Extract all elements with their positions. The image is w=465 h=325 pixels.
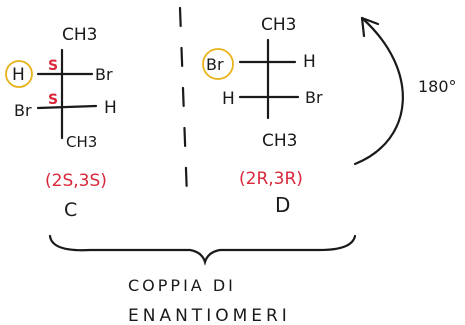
molecule-d-top-group: CH3 [261,15,296,35]
molecule-d-descriptor: (2R,3R) [239,169,303,189]
molecule-c-bottom-group: CH3 [66,133,97,151]
molecule-c-highlight-circle [5,60,33,88]
molecule-c-descriptor: (2S,3S) [45,171,107,191]
molecule-d-letter: D [275,193,290,217]
rotation-arrowhead-icon [360,16,380,38]
molecule-c-lower-bond [36,104,98,110]
grouping-brace [48,234,357,266]
molecule-c-upper-right: Br [95,65,113,84]
rotation-arrow: 180° [353,16,457,166]
rotation-angle: 180° [418,77,457,96]
caption-line-1: COPPIA DI [128,276,236,295]
molecule-d-upper-left: Br [206,55,224,74]
molecule-c-top-group: CH3 [62,25,97,45]
molecule-c-upper-config: S [48,58,58,74]
molecule-c-lower-config: S [48,92,58,108]
caption-line-2: ENANTIOMERI [128,306,291,325]
molecule-c-upper-left: H [12,65,25,85]
molecule-c-lower-right: H [104,98,117,118]
molecule-c-lower-left: Br [14,101,32,120]
molecule-d-lower-right: Br [305,88,323,107]
molecule-d-upper-right: H [303,52,316,72]
molecule-c-letter: C [64,199,77,221]
molecule-d-bottom-group: CH3 [262,131,297,151]
molecule-c: CH3 H Br Br H S S CH3 (2S,3S) C [5,25,117,221]
molecule-d: CH3 Br H H Br CH3 (2R,3R) D [202,15,323,217]
rotation-arrow-curve [353,16,404,166]
mirror-plane [178,6,189,198]
molecule-d-highlight-circle [202,48,234,80]
molecule-d-lower-left: H [222,89,235,109]
